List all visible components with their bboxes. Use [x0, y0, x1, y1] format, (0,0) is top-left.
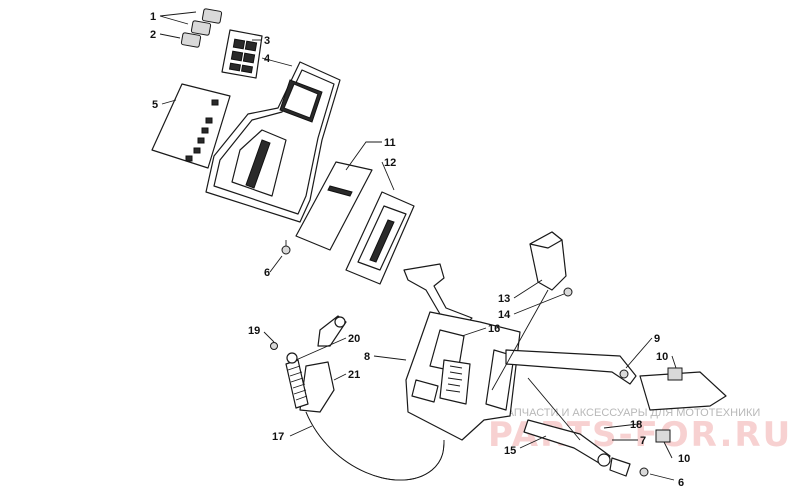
callout-6-top: 6: [264, 267, 270, 279]
screw-6-top: [281, 240, 291, 255]
right-bracket: [619, 367, 727, 443]
clip-10-top: [667, 367, 683, 381]
callout-7: 7: [640, 435, 646, 447]
callout-6-bottom: 6: [678, 477, 684, 489]
callout-15: 15: [504, 445, 516, 457]
cable-17: [305, 411, 445, 481]
switch-cap-2: [180, 32, 202, 48]
callout-18: 18: [630, 419, 642, 431]
callout-10-bottom: 10: [678, 453, 690, 465]
callout-11: 11: [384, 137, 396, 149]
shifter-bracket-assembly: [403, 263, 637, 441]
nut: [563, 287, 573, 297]
right-bracket-body: [639, 371, 727, 411]
callout-labels: 1 2 3 4 5 6 6 7 8 9 10 10 11 12 13 14 15…: [150, 11, 690, 489]
shift-cable: [285, 352, 445, 481]
gate-plate: [345, 191, 415, 285]
callout-3: 3: [264, 35, 270, 47]
spring-16: [439, 359, 471, 405]
callout-9: 9: [654, 333, 660, 345]
switch-cap-1b: [190, 20, 212, 36]
washer-7: [609, 457, 631, 477]
shift-rod: [505, 349, 637, 385]
cable-link: [270, 315, 347, 350]
lower-hardware: [609, 457, 649, 477]
callout-1: 1: [150, 11, 156, 23]
decal-panel-body: [151, 83, 231, 169]
switch-panel: [221, 29, 263, 79]
pivot-lever: [523, 377, 611, 467]
callout-8: 8: [364, 351, 370, 363]
callout-5: 5: [152, 99, 158, 111]
callout-12: 12: [384, 157, 396, 169]
leader-lines: [159, 11, 677, 481]
pin-19: [270, 342, 278, 350]
callout-2: 2: [150, 29, 156, 41]
callout-16: 16: [488, 323, 500, 335]
callout-14: 14: [498, 309, 511, 321]
bezel-slot: [245, 139, 271, 189]
upper-bracket: [403, 263, 473, 323]
callout-19: 19: [248, 325, 260, 337]
switch-cap-1: [201, 8, 223, 24]
callout-17: 17: [272, 431, 284, 443]
callout-10-top: 10: [656, 351, 668, 363]
decal-panel: [151, 83, 231, 169]
watermark-caption: ЗАПЧАСТИ И АКСЕССУАРЫ ДЛЯ МОТОТЕХНИКИ: [500, 407, 760, 419]
shifter-bezel: [205, 61, 341, 223]
screw-6-bottom: [639, 467, 649, 477]
gate-cover-body: [295, 161, 373, 251]
clip-10-bottom: [655, 429, 671, 443]
callout-13: 13: [498, 293, 510, 305]
gate-cover: [295, 161, 373, 251]
switch-caps: [180, 8, 223, 48]
bolt-9: [619, 369, 629, 379]
shift-knob: [529, 231, 567, 291]
callout-21: 21: [348, 369, 360, 381]
callout-4: 4: [264, 53, 271, 65]
callout-20: 20: [348, 333, 360, 345]
